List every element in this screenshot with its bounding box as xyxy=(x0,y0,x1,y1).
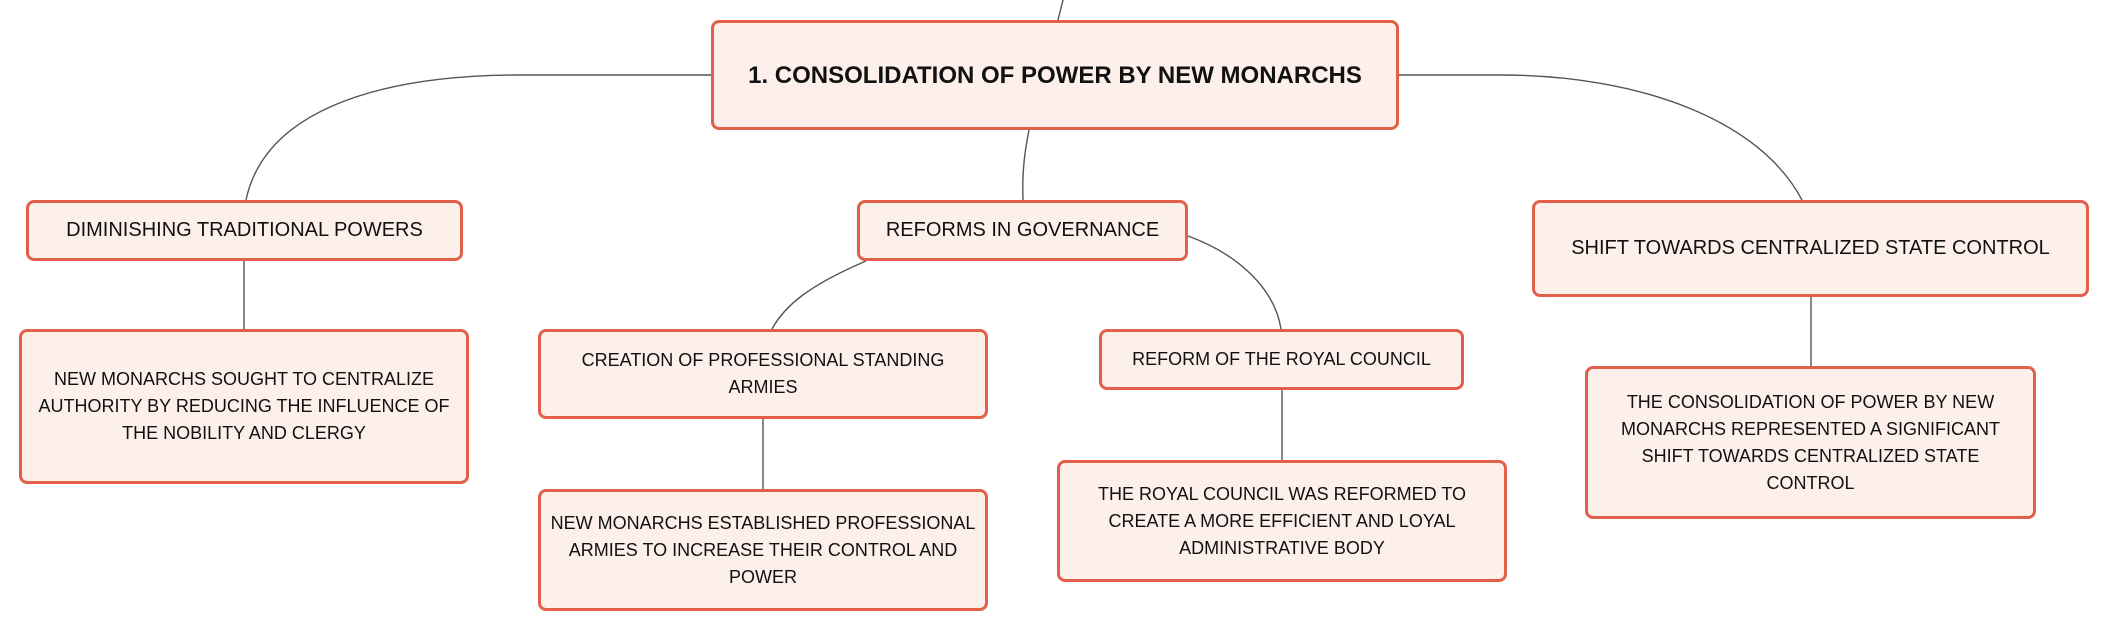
node-diminishing-traditional-powers-label: DIMINISHING TRADITIONAL POWERS xyxy=(66,219,423,241)
node-centralize-authority[interactable]: NEW MONARCHS SOUGHT TO CENTRALIZE AUTHOR… xyxy=(19,329,469,484)
root-node[interactable]: 1. CONSOLIDATION OF POWER BY NEW MONARCH… xyxy=(711,20,1399,130)
connector-root-to-reforms xyxy=(1022,129,1030,201)
node-reforms-in-governance[interactable]: REFORMS IN GOVERNANCE xyxy=(857,200,1188,261)
node-significant-shift-detail-label: THE CONSOLIDATION OF POWER BY NEW MONARC… xyxy=(1620,391,2001,493)
node-centralize-authority-label: NEW MONARCHS SOUGHT TO CENTRALIZE AUTHOR… xyxy=(38,369,450,443)
connector-parent-to-root xyxy=(1057,0,1064,21)
node-diminishing-traditional-powers[interactable]: DIMINISHING TRADITIONAL POWERS xyxy=(26,200,463,261)
node-reform-of-the-royal-council-label: REFORM OF THE ROYAL COUNCIL xyxy=(1132,349,1431,369)
node-reform-of-the-royal-council[interactable]: REFORM OF THE ROYAL COUNCIL xyxy=(1099,329,1464,390)
root-node-label: 1. CONSOLIDATION OF POWER BY NEW MONARCH… xyxy=(748,61,1362,89)
node-creation-of-professional-standing-armies-label: CREATION OF PROFESSIONAL STANDING ARMIES xyxy=(581,350,945,397)
node-shift-towards-centralized-state-control-label: SHIFT TOWARDS CENTRALIZED STATE CONTROL xyxy=(1571,237,2050,259)
node-professional-armies-detail-label: NEW MONARCHS ESTABLISHED PROFESSIONAL AR… xyxy=(550,512,976,587)
connector-reforms-to-armies xyxy=(771,260,867,330)
node-shift-towards-centralized-state-control[interactable]: SHIFT TOWARDS CENTRALIZED STATE CONTROL xyxy=(1532,200,2089,297)
connector-reforms-to-council xyxy=(1187,235,1282,330)
node-royal-council-detail-label: THE ROYAL COUNCIL WAS REFORMED TO CREATE… xyxy=(1097,483,1467,558)
node-reforms-in-governance-label: REFORMS IN GOVERNANCE xyxy=(885,219,1160,241)
node-royal-council-detail[interactable]: THE ROYAL COUNCIL WAS REFORMED TO CREATE… xyxy=(1057,460,1507,582)
connector-root-to-diminishing xyxy=(245,74,711,201)
node-professional-armies-detail[interactable]: NEW MONARCHS ESTABLISHED PROFESSIONAL AR… xyxy=(538,489,988,611)
node-significant-shift-detail[interactable]: THE CONSOLIDATION OF POWER BY NEW MONARC… xyxy=(1585,366,2036,519)
connector-root-to-shift xyxy=(1399,74,1803,201)
node-creation-of-professional-standing-armies[interactable]: CREATION OF PROFESSIONAL STANDING ARMIES xyxy=(538,329,988,419)
